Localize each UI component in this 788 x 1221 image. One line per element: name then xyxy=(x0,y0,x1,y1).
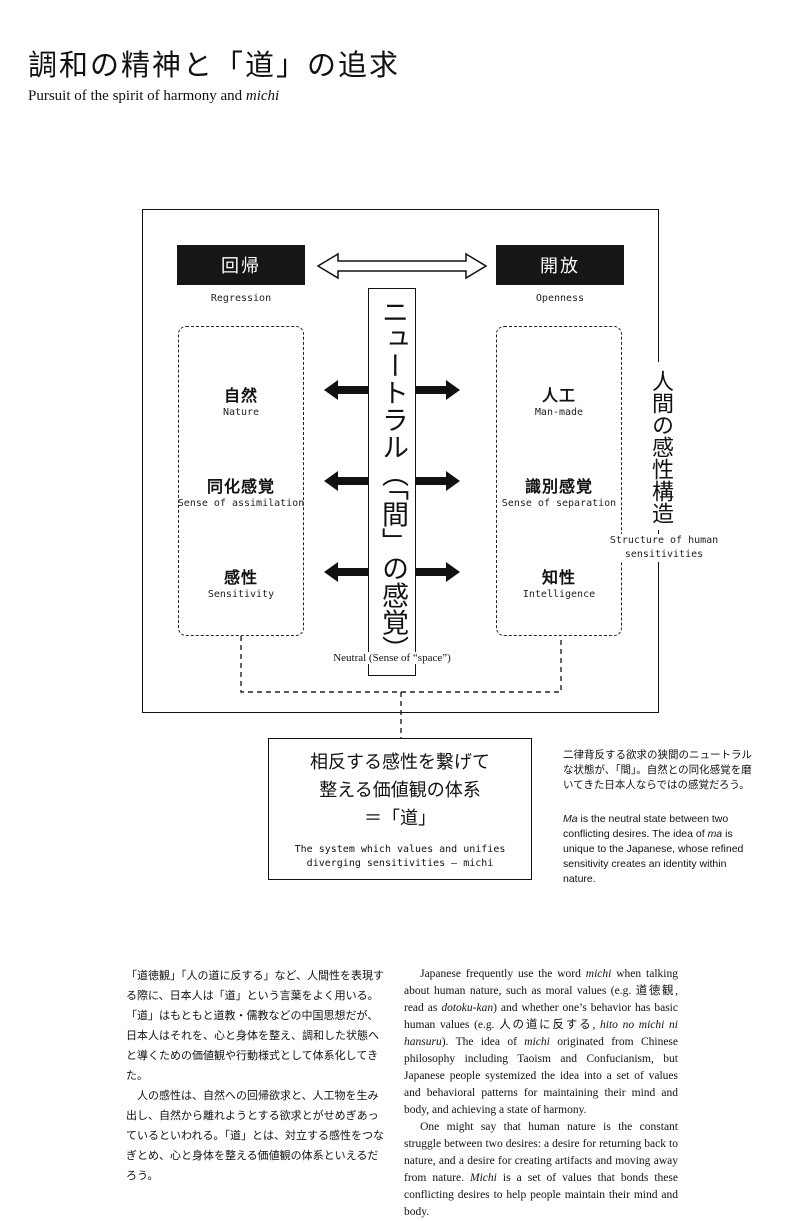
body-en-em: dotoku-kan xyxy=(441,1002,494,1014)
system-en-2: diverging sensitivities – michi xyxy=(306,858,494,869)
item-nature-en: Nature xyxy=(222,407,260,418)
neutral-label: Neutral (Sense of “space”) xyxy=(322,652,462,664)
body-en-text: when talking about human nature, such as… xyxy=(404,968,678,1014)
body-jp-paragraph: 「道徳観」「人の道に反する」など、人間性を表現する際に、日本人は「道」という言葉… xyxy=(126,969,384,1082)
dashed-connector xyxy=(240,636,562,738)
right-panel xyxy=(496,326,622,636)
neutral-column xyxy=(368,288,416,676)
body-en-em: hito no michi ni hansuru xyxy=(404,1019,678,1048)
regression-box: 回帰 xyxy=(177,245,305,285)
note-en: Ma is the neutral state between two conf… xyxy=(563,812,753,887)
arrow-left-icon xyxy=(324,562,370,582)
system-box: 相反する感性を繋げて 整える価値観の体系 ＝「道」 The system whi… xyxy=(268,738,532,880)
item-separation: 識別感覚 xyxy=(524,477,593,496)
body-en-em: Michi xyxy=(470,1172,497,1184)
item-separation-en: Sense of separation xyxy=(501,498,617,509)
item-man-made: 人工 xyxy=(541,386,576,405)
arrow-left-icon xyxy=(324,380,370,400)
note-text-2: is unique to the Japanese, whose refined… xyxy=(563,828,744,885)
body-en-text: ) and whether one’s behavior has basic h… xyxy=(404,1002,678,1031)
structure-label: Structure of human sensitivities xyxy=(606,534,722,562)
neutral-vertical-text: ニュートラル（「間」の感覚） xyxy=(377,298,408,663)
openness-label: Openness xyxy=(535,293,585,304)
page-subtitle: Pursuit of the spirit of harmony and mic… xyxy=(28,88,279,105)
note-em-ma: Ma xyxy=(563,813,578,825)
left-panel xyxy=(178,326,304,636)
body-en-em: michi xyxy=(585,968,612,980)
body-en-text: Japanese frequently use the word xyxy=(420,968,586,980)
openness-box: 開放 xyxy=(496,245,624,285)
arrow-left-icon xyxy=(324,471,370,491)
arrow-right-icon xyxy=(414,471,460,491)
subtitle-text: Pursuit of the spirit of harmony and xyxy=(28,88,243,104)
arrow-right-icon xyxy=(414,380,460,400)
note-jp: 二律背反する欲求の狭間のニュートラルな状態が、「間」。自然との同化感覚を磨いてき… xyxy=(563,749,752,791)
item-assimilation-en: Sense of assimilation xyxy=(177,498,305,509)
body-jp: 「道徳観」「人の道に反する」など、人間性を表現する際に、日本人は「道」という言葉… xyxy=(126,966,384,1186)
body-en-text: originated from Chinese philosophy inclu… xyxy=(404,1036,678,1116)
body-en-text: One might say that human nature is the c… xyxy=(404,1121,678,1184)
regression-label: Regression xyxy=(210,293,272,304)
body-en: Japanese frequently use the word michi w… xyxy=(404,966,678,1221)
arrow-right-icon xyxy=(414,562,460,582)
item-man-made-en: Man-made xyxy=(534,407,584,418)
note-text-1: is the neutral state between two conflic… xyxy=(563,813,729,840)
body-jp-paragraph: 人の感性は、自然への回帰欲求と、人工物を生み出し、自然から離れようとする欲求とが… xyxy=(126,1089,384,1182)
side-label-bg xyxy=(638,362,678,530)
body-en-em: michi xyxy=(524,1036,550,1048)
note-em-ma-2: ma xyxy=(707,828,723,840)
item-sensitivity: 感性 xyxy=(223,568,258,587)
body-en-text: ). The idea of xyxy=(441,1036,525,1048)
structure-vertical-text: 人間の感性構造 xyxy=(648,370,673,524)
body-en-paragraph-2: One might say that human nature is the c… xyxy=(404,1119,678,1221)
body-en-paragraph-1: Japanese frequently use the word michi w… xyxy=(404,966,678,1119)
item-sensitivity-en: Sensitivity xyxy=(207,589,275,600)
item-intelligence: 知性 xyxy=(541,568,576,587)
item-assimilation: 同化感覚 xyxy=(206,477,275,496)
double-arrow-icon xyxy=(316,252,488,280)
system-line-1: 相反する感性を繋げて xyxy=(310,752,490,773)
system-en-1: The system which values and unifies xyxy=(294,844,506,855)
item-nature: 自然 xyxy=(223,386,258,405)
subtitle-emphasis: michi xyxy=(245,88,280,104)
item-intelligence-en: Intelligence xyxy=(522,589,596,600)
page-title: 調和の精神と「道」の追求 xyxy=(28,48,401,82)
system-line-3: ＝「道」 xyxy=(364,808,436,829)
system-line-2: 整える価値観の体系 xyxy=(319,780,481,801)
